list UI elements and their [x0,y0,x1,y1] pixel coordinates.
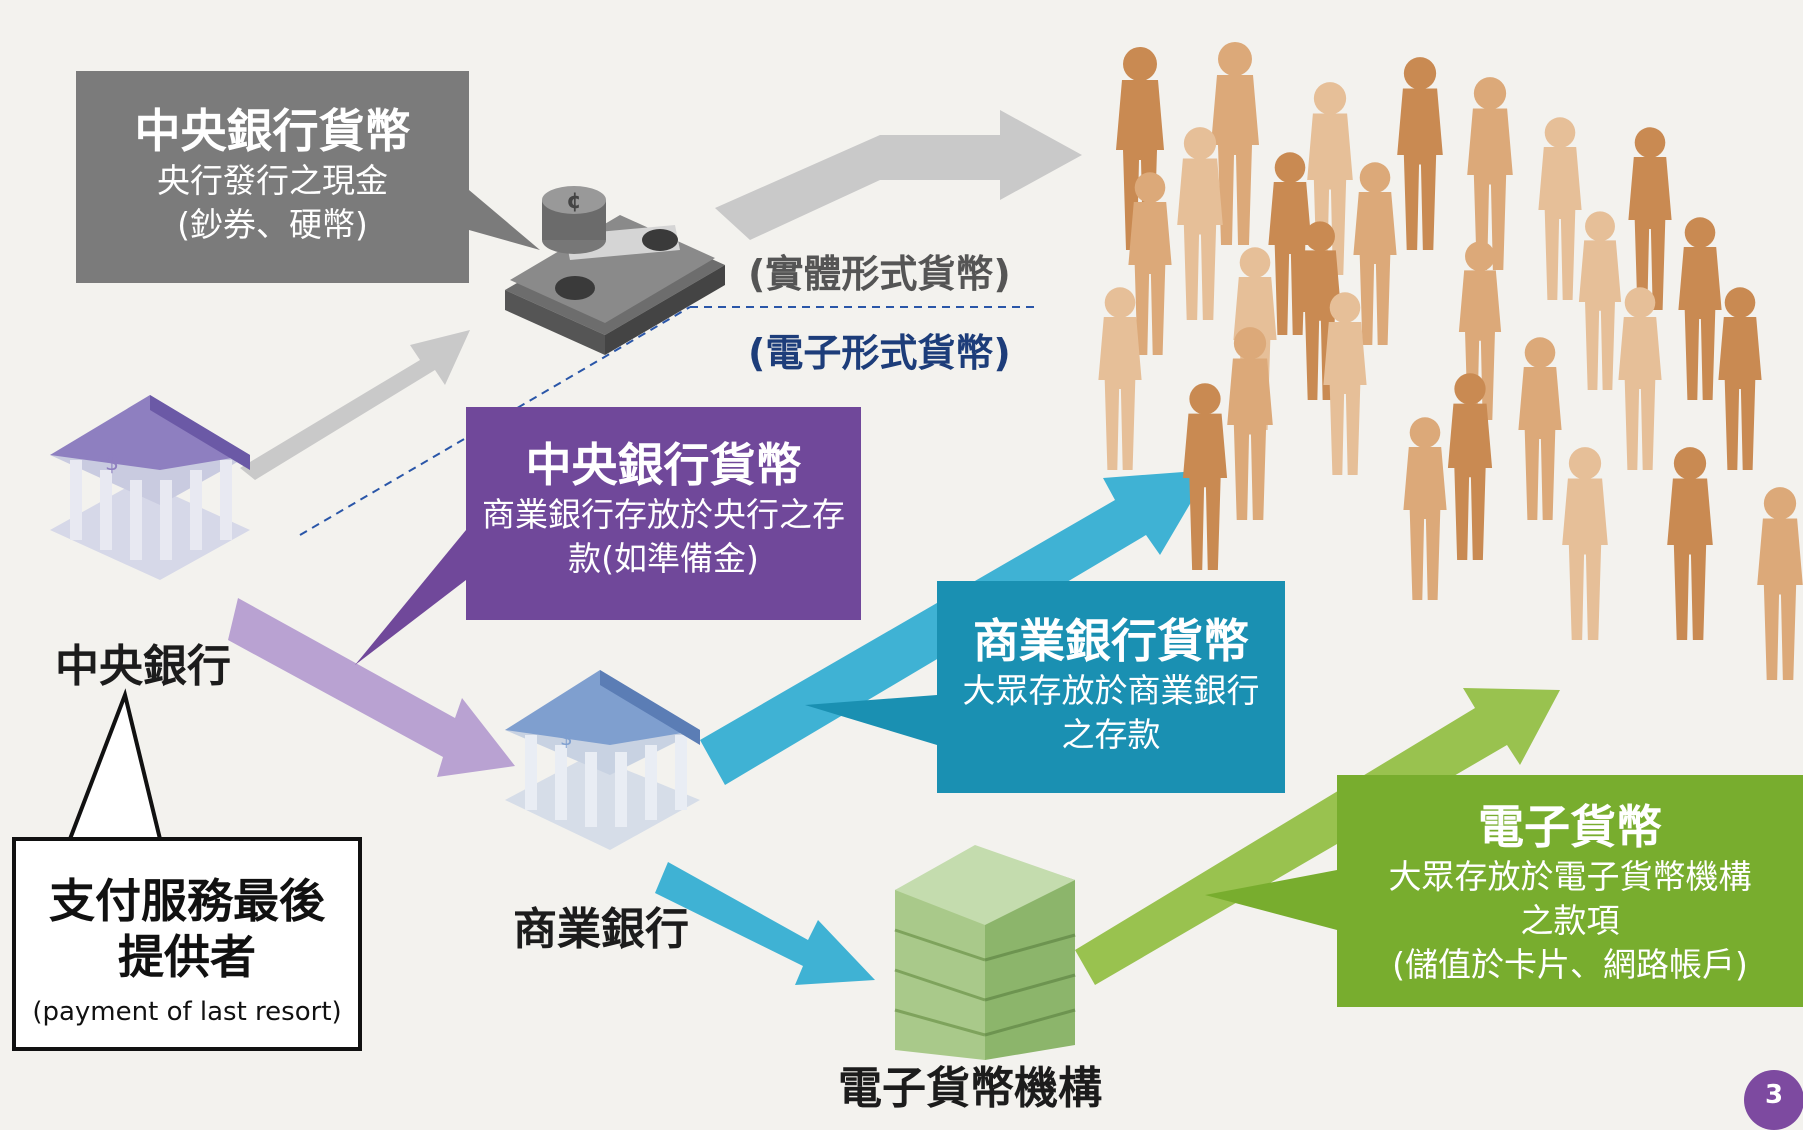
callout-reserves: 中央銀行貨幣 商業銀行存放於央行之存款(如準備金) [466,407,861,620]
emoney-institution-label: 電子貨幣機構 [838,1063,1102,1114]
callout-desc: 大眾存放於商業銀行之存款 [962,671,1260,754]
person-figure [1353,162,1397,345]
person-figure [1403,417,1447,600]
callout-desc: 商業銀行存放於央行之存款(如準備金) [482,495,845,578]
callout-commercial-bank-money: 商業銀行貨幣 大眾存放於商業銀行之存款 [937,581,1285,793]
callout-tail-commercial-bank-money [805,695,937,745]
callout-title: 中央銀行貨幣 [134,104,411,158]
person-figure [1578,211,1622,390]
callout-title: 中央銀行貨幣 [525,438,802,492]
callout-electronic-money: 電子貨幣 大眾存放於電子貨幣機構 之款項 (儲值於卡片、網路帳戶) [1337,775,1803,1007]
last-resort-english: (payment of last resort) [32,997,342,1027]
electronic-form-label: (電子形式貨幣) [748,331,1011,375]
cash-stack-icon: ¢ [505,186,725,355]
callout-title: 電子貨幣 [1478,800,1662,854]
person-figure [1182,383,1228,570]
central-bank-label: 中央銀行 [55,641,231,692]
last-resort-title-line1: 支付服務最後 [49,874,325,928]
person-figure [1177,127,1223,320]
commercial-bank-building-icon: $ [505,670,700,850]
green-arrow-to-public [1075,688,1560,985]
gray-arrow-to-public [715,110,1082,240]
person-figure [1678,217,1722,400]
commercial-bank-label: 商業銀行 [513,904,689,955]
person-figure [1628,127,1672,311]
person-figure [1098,287,1142,470]
svg-text:¢: ¢ [566,189,581,214]
last-resort-box: 支付服務最後 提供者 (payment of last resort) [12,837,362,1051]
emoney-institution-building-icon [894,845,1076,1060]
person-figure [1562,447,1608,640]
svg-text:$: $ [560,726,573,750]
callout-tail-electronic-money [1205,870,1337,930]
person-figure [1618,287,1662,470]
callout-desc-line3: (儲值於卡片、網路帳戶) [1392,945,1748,984]
callout-tail-reserves [355,530,466,665]
callout-tail-central-bank-money [469,190,540,250]
svg-text:$: $ [105,451,119,476]
last-resort-tail [67,688,163,841]
blue-arrow-to-emoney [655,862,875,985]
last-resort-title-line2: 提供者 [118,930,256,984]
physical-form-label: (實體形式貨幣) [748,252,1011,296]
callout-title: 商業銀行貨幣 [973,614,1249,668]
central-bank-building-icon: $ [50,395,250,580]
callout-desc-line2: (鈔券、硬幣) [177,205,368,244]
person-figure [1397,57,1443,250]
gray-arrow-to-cash [240,330,470,480]
person-figure [1757,487,1803,680]
page-number-badge: 3 [1744,1070,1803,1130]
person-figure [1538,117,1582,301]
purple-arrow-to-bank [228,598,515,777]
person-figure [1718,287,1762,470]
callout-desc-line1: 央行發行之現金 [157,161,388,200]
callout-desc-line1: 大眾存放於電子貨幣機構 [1388,857,1752,896]
callout-desc-line2: 之款項 [1520,901,1620,940]
person-figure [1518,337,1562,520]
person-figure [1467,77,1513,270]
callout-central-bank-money: 中央銀行貨幣 央行發行之現金 (鈔券、硬幣) [76,71,469,283]
person-figure [1667,447,1713,640]
